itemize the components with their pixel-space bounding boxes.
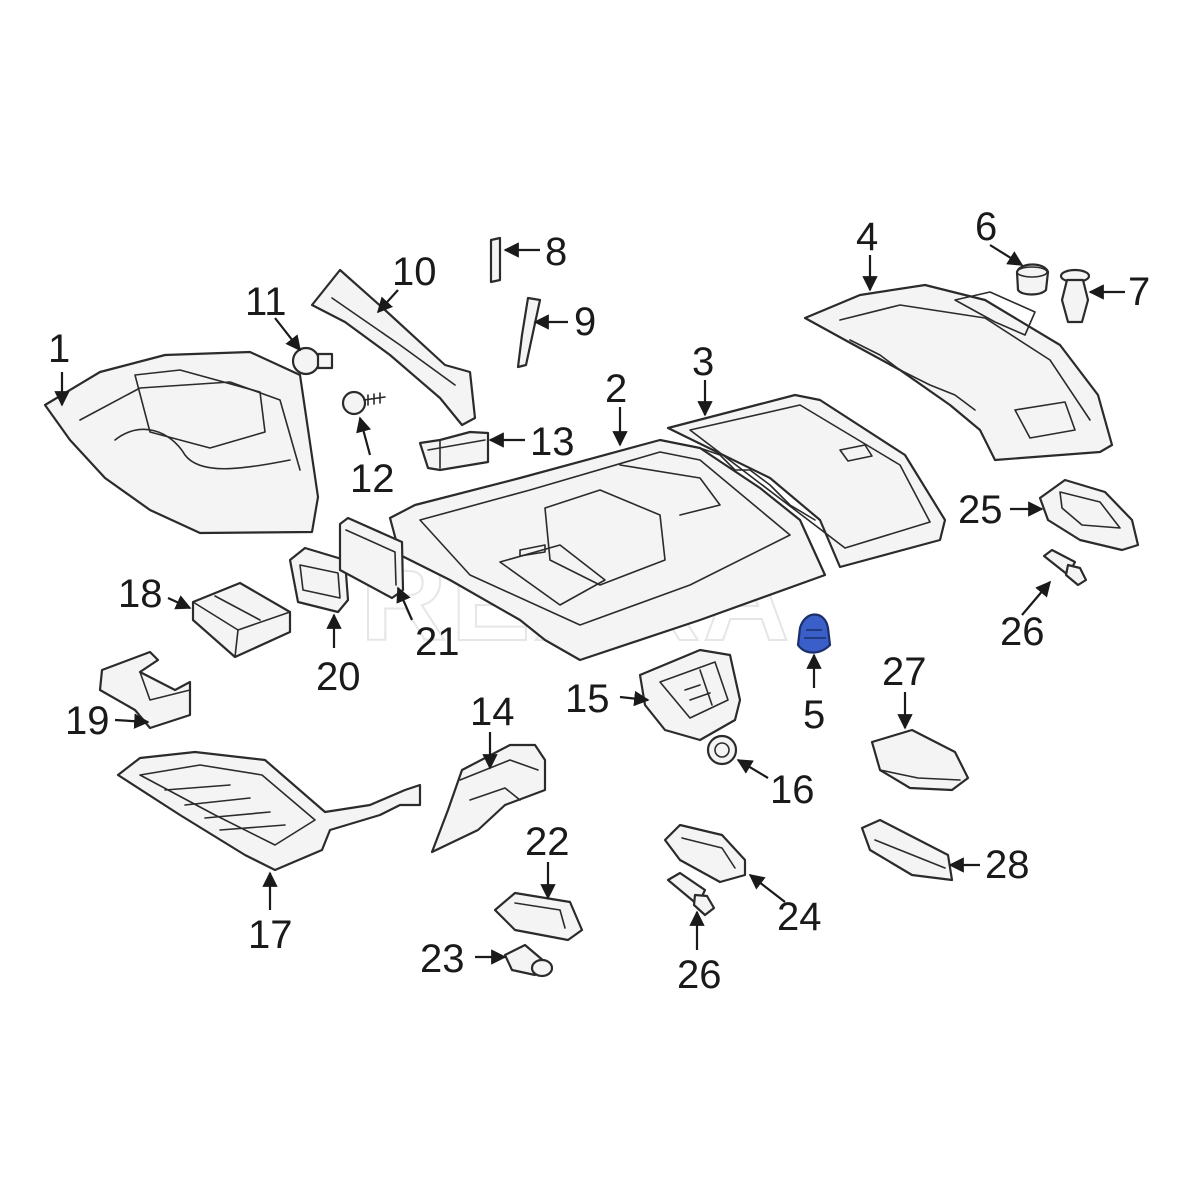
part-13-bracket[interactable] bbox=[418, 430, 490, 472]
leader-lines bbox=[54, 242, 1125, 965]
part-10-pillar-trim[interactable] bbox=[310, 268, 477, 427]
callout-25: 25 bbox=[958, 488, 1003, 532]
callout-14: 14 bbox=[470, 690, 515, 734]
callout-21: 21 bbox=[415, 620, 460, 664]
part-15-control-module[interactable] bbox=[638, 648, 742, 742]
part-22-lamp[interactable] bbox=[493, 891, 584, 942]
callout-7: 7 bbox=[1128, 270, 1150, 314]
part-4-headliner-front[interactable] bbox=[803, 283, 1114, 462]
part-1-headliner-rear[interactable] bbox=[43, 350, 320, 535]
callout-16: 16 bbox=[770, 768, 815, 812]
part-3-headliner-center[interactable] bbox=[666, 393, 947, 569]
callout-18: 18 bbox=[118, 572, 163, 616]
callout-13: 13 bbox=[530, 420, 575, 464]
callout-23: 23 bbox=[420, 937, 465, 981]
part-9-curved-strip[interactable] bbox=[516, 296, 542, 369]
callout-6: 6 bbox=[975, 205, 997, 249]
callout-12: 12 bbox=[350, 457, 395, 501]
part-8-strip[interactable] bbox=[489, 236, 502, 284]
callout-10: 10 bbox=[392, 250, 437, 294]
part-17-floor-trim[interactable] bbox=[116, 750, 422, 872]
callout-26-upper: 26 bbox=[1000, 610, 1045, 654]
part-2-headliner-main[interactable] bbox=[388, 438, 827, 662]
part-26-bulb-upper[interactable] bbox=[1042, 548, 1088, 587]
callout-5: 5 bbox=[803, 693, 825, 737]
callout-26-lower: 26 bbox=[677, 953, 722, 997]
callout-28: 28 bbox=[985, 843, 1030, 887]
callout-9: 9 bbox=[574, 300, 596, 344]
part-23-bulb[interactable] bbox=[503, 943, 554, 978]
callout-4: 4 bbox=[856, 215, 878, 259]
callout-27: 27 bbox=[882, 650, 927, 694]
part-19-bracket[interactable] bbox=[98, 650, 192, 730]
part-28-trim-piece[interactable] bbox=[860, 818, 954, 882]
callout-8: 8 bbox=[545, 230, 567, 274]
part-7-push-clip[interactable] bbox=[1059, 268, 1091, 324]
callout-17: 17 bbox=[248, 913, 293, 957]
callout-22: 22 bbox=[525, 820, 570, 864]
part-24-lamp[interactable] bbox=[663, 823, 747, 884]
part-27-cover[interactable] bbox=[870, 728, 970, 792]
part-25-lamp-housing[interactable] bbox=[1038, 478, 1140, 552]
part-20-lens[interactable] bbox=[288, 546, 350, 614]
part-26-bulb-lower[interactable] bbox=[666, 871, 716, 917]
callout-3: 3 bbox=[692, 340, 714, 384]
part-16-grommet[interactable] bbox=[706, 734, 738, 766]
callout-2: 2 bbox=[605, 367, 627, 411]
callout-19: 19 bbox=[65, 699, 110, 743]
callout-1: 1 bbox=[48, 327, 70, 371]
callout-20: 20 bbox=[316, 655, 361, 699]
callout-15: 15 bbox=[565, 677, 610, 721]
callout-11: 11 bbox=[245, 280, 287, 324]
part-12-screw[interactable] bbox=[341, 390, 386, 416]
part-6-cap[interactable] bbox=[1015, 263, 1050, 296]
callout-labels: 1 2 3 4 5 6 7 8 9 10 11 12 13 14 15 16 1… bbox=[48, 205, 1150, 997]
part-5-clip-highlighted[interactable] bbox=[796, 613, 832, 654]
callout-24: 24 bbox=[777, 895, 822, 939]
part-11-pin-clip[interactable] bbox=[291, 346, 334, 376]
part-18-box[interactable] bbox=[191, 581, 292, 659]
part-14-side-trim[interactable] bbox=[430, 743, 547, 854]
